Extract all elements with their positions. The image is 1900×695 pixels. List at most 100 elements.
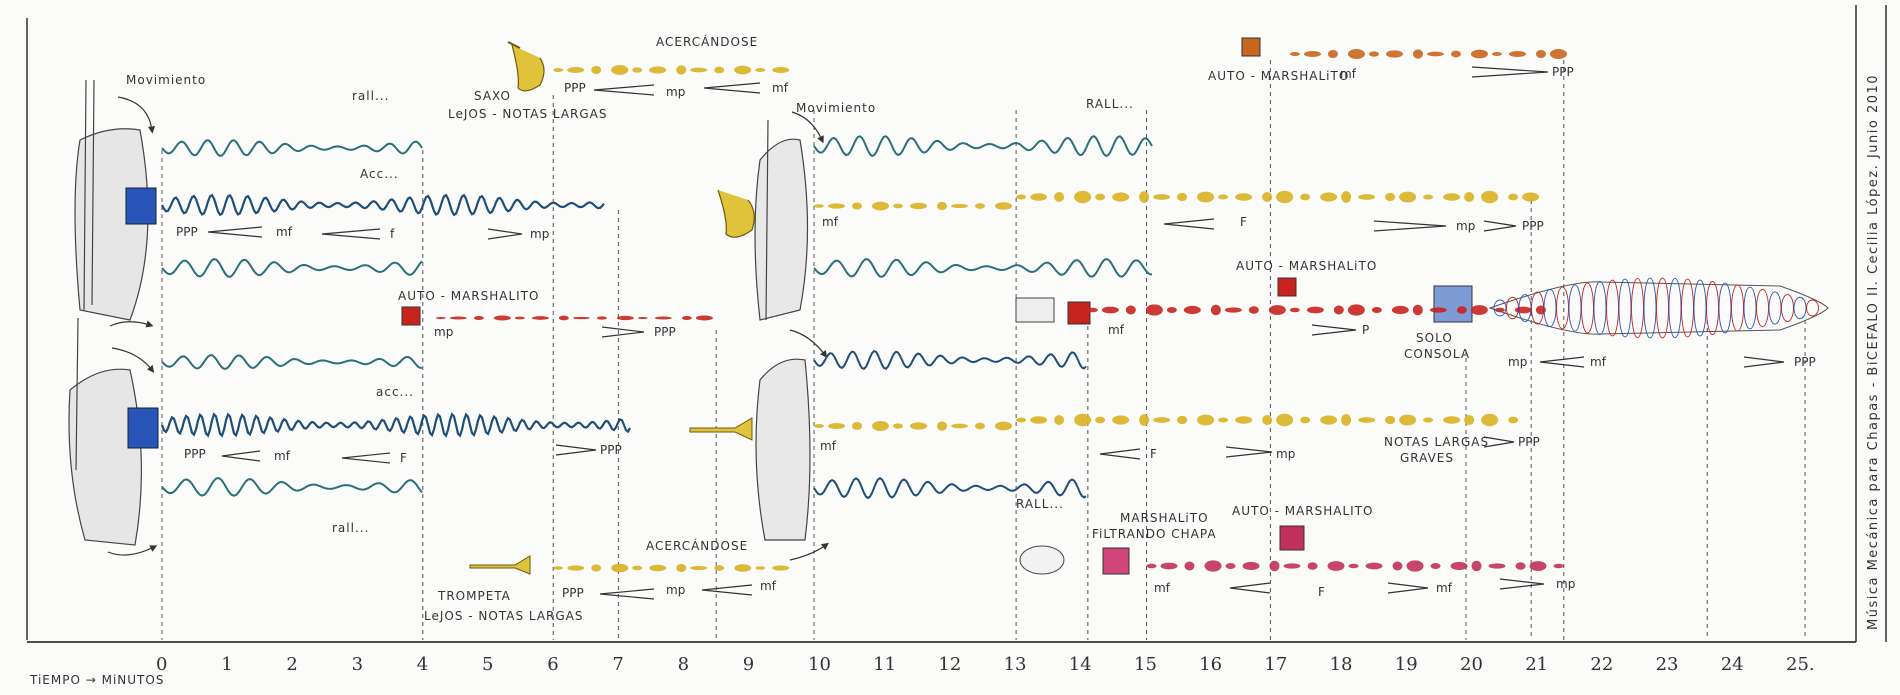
axis-tick-label: 23 — [1656, 654, 1679, 675]
red-blob — [1456, 306, 1467, 314]
solo-loop — [1806, 299, 1819, 317]
yellow-blob — [910, 202, 927, 210]
crescendo-hairpin — [221, 450, 261, 462]
yellow-blob — [1177, 192, 1188, 202]
solo-loop — [1518, 294, 1532, 322]
crescendo-hairpin — [701, 584, 753, 596]
yellow-blob — [872, 201, 889, 211]
sound-rows — [160, 49, 1567, 573]
pink-blob — [1515, 562, 1526, 570]
annotation-rall: rall... — [352, 89, 389, 103]
yellow-blob — [1423, 194, 1434, 200]
trumpet-yellow-blob — [567, 565, 585, 571]
trumpet-yellow-blob — [632, 565, 643, 571]
axis-tick-label: 18 — [1330, 654, 1353, 675]
trumpet-yellow-blob — [714, 565, 725, 571]
trumpet-yellow-blob — [690, 565, 708, 571]
trumpet-yellow-blob — [553, 566, 564, 570]
dynamic-mark: P — [1362, 323, 1369, 337]
marshalito-red-blob — [473, 316, 484, 320]
pink-blob — [1184, 561, 1195, 571]
solo-loop — [1593, 280, 1607, 336]
solo-loop — [1631, 277, 1644, 339]
marshalito-red-blob — [558, 315, 569, 321]
speaker-1 — [74, 79, 157, 328]
marshalito-icon — [1067, 301, 1091, 325]
yellow-blob — [1262, 192, 1273, 202]
axis-tick-label: 8 — [678, 654, 689, 675]
yellow-blob — [1074, 413, 1092, 427]
red-blob — [1470, 305, 1488, 315]
crescendo-hairpin — [1163, 218, 1215, 230]
sax-yellow-blob — [690, 67, 708, 73]
annotation-auto-marshalito: AUTO - MARSHALiTO — [1208, 69, 1349, 83]
marshalito-red-blob — [637, 317, 648, 319]
yellow-blob — [1385, 192, 1396, 202]
axis-tick-label: 14 — [1069, 654, 1092, 675]
yellow-blob — [1112, 415, 1130, 425]
trumpet-yellow-blob — [755, 566, 766, 570]
marshalito-red-blob — [493, 315, 511, 321]
red-blob — [1514, 306, 1532, 314]
sax-yellow-blob — [591, 66, 602, 74]
dynamic-mark: mp — [434, 325, 453, 339]
yellow-blob — [872, 421, 889, 431]
orange-blob — [1535, 50, 1546, 58]
yellow-blob — [1508, 193, 1519, 201]
dynamic-mark: PPP — [1794, 355, 1816, 369]
axis-tick-label: 15 — [1134, 654, 1157, 675]
marshalito-icon — [1015, 297, 1055, 323]
red-blob — [1429, 307, 1447, 313]
yellow-blob — [995, 421, 1012, 431]
dynamic-mark: PPP — [184, 447, 206, 461]
yellow-blob — [1464, 192, 1475, 202]
yellow-blob — [1320, 415, 1338, 425]
orange-blob — [1549, 49, 1567, 59]
dynamic-mark: mp — [530, 227, 549, 241]
yellow-blob — [1197, 191, 1215, 203]
red-blob — [1248, 306, 1259, 314]
wave-row — [813, 135, 1153, 158]
decrescendo-hairpin — [487, 228, 523, 240]
pink-blob — [1225, 563, 1236, 569]
time-markers — [161, 60, 1806, 640]
axis-tick-label: 2 — [286, 654, 297, 675]
annotation-acc: acc... — [376, 385, 414, 399]
annotation-filtrando-chapa: FiLTRANDO CHAPA — [1092, 527, 1217, 541]
crescendo-hairpin — [207, 226, 263, 238]
pink-blob — [1160, 562, 1178, 570]
yellow-blob — [1300, 416, 1311, 424]
solo-loop — [1668, 277, 1682, 339]
orange-blob — [1412, 49, 1423, 59]
trumpet-yellow-blob — [649, 564, 667, 572]
red-blob — [1183, 305, 1201, 315]
dynamic-mark: PPP — [562, 586, 584, 600]
annotation-acercandose: ACERCÁNDOSE — [656, 34, 758, 49]
red-blob — [1289, 307, 1300, 313]
dynamic-mark: mf — [760, 579, 777, 593]
orange-blob — [1450, 50, 1461, 58]
yellow-blob — [1095, 193, 1106, 201]
dynamic-mark: mp — [1456, 219, 1475, 233]
red-blob — [1494, 307, 1505, 313]
orange-blob — [1385, 50, 1403, 58]
marshalito-red-blob — [616, 315, 634, 321]
red-blob — [1210, 304, 1221, 316]
yellow-blob — [1016, 194, 1027, 200]
yellow-blob — [975, 203, 985, 209]
wave-row — [161, 258, 423, 278]
axis-tick-label: 16 — [1199, 654, 1222, 675]
annotation-auto-marshalito: AUTO - MARSHALITO — [398, 289, 539, 303]
wave-row — [813, 476, 1087, 500]
yellow-blob — [937, 421, 947, 431]
annotation-notas-largas: NOTAS LARGAS — [1384, 435, 1489, 449]
yellow-blob — [1358, 194, 1376, 200]
red-blob — [1371, 307, 1382, 313]
yellow-blob — [937, 201, 947, 211]
cube-icon — [127, 407, 159, 449]
pink-blob — [1307, 562, 1318, 570]
annotation-auto-marshalito: AUTO - MARSHALiTO — [1236, 259, 1377, 273]
orange-blob — [1508, 51, 1526, 57]
solo-loop — [1743, 286, 1757, 330]
trumpet-icon-2 — [689, 417, 753, 441]
